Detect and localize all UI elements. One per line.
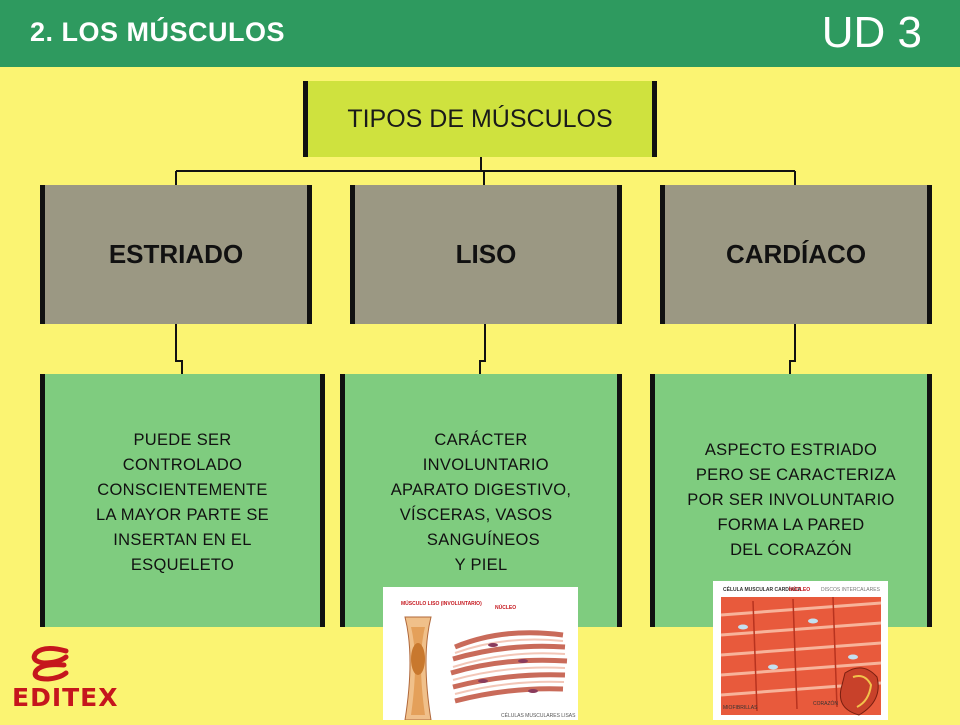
description-text: PUEDE SER CONTROLADO CONSCIENTEMENTE LA … — [96, 431, 269, 574]
editex-logo-icon — [31, 645, 69, 682]
type-node-liso: LISO — [350, 185, 622, 324]
illustration-caption: CORAZÓN — [813, 700, 838, 707]
description-node-liso: CARÁCTER INVOLUNTARIO APARATO DIGESTIVO,… — [340, 374, 622, 627]
description-text: CARÁCTER INVOLUNTARIO APARATO DIGESTIVO,… — [390, 431, 572, 574]
cardiac-muscle-drawing: CÉLULA MUSCULAR CARDÍACA NÚCLEO DISCOS I… — [720, 585, 882, 716]
illustration-caption: CÉLULA MUSCULAR CARDÍACA — [723, 585, 802, 593]
illustration-caption: MIOFIBRILLAS — [723, 705, 758, 711]
type-label: LISO — [455, 239, 517, 269]
smooth-muscle-drawing: MÚSCULO LISO (INVOLUNTARIO) NÚCLEO CÉLUL… — [401, 600, 576, 721]
header-bar: 2. LOS MÚSCULOS UD 3 — [0, 0, 960, 67]
description-node-estriado: PUEDE SER CONTROLADO CONSCIENTEMENTE LA … — [40, 374, 325, 627]
editex-logo-text: EDITEX — [12, 683, 119, 712]
root-label: TIPOS DE MÚSCULOS — [347, 104, 613, 133]
type-node-cardiaco: CARDÍACO — [660, 185, 932, 324]
cardiac-muscle-illustration: CÉLULA MUSCULAR CARDÍACA NÚCLEO DISCOS I… — [713, 581, 888, 720]
illustration-caption: NÚCLEO — [495, 604, 516, 611]
root-node: TIPOS DE MÚSCULOS — [303, 81, 657, 157]
illustration-caption: CÉLULAS MUSCULARES LISAS — [501, 712, 576, 719]
illustration-caption: MÚSCULO LISO (INVOLUNTARIO) — [401, 600, 482, 607]
smooth-muscle-illustration: MÚSCULO LISO (INVOLUNTARIO) NÚCLEO CÉLUL… — [383, 587, 578, 721]
description-text: ASPECTO ESTRIADO PERO SE CARACTERIZA POR… — [687, 441, 896, 559]
type-node-estriado: ESTRIADO — [40, 185, 312, 324]
illustration-caption: DISCOS INTERCALARES — [821, 587, 881, 593]
section-title: 2. LOS MÚSCULOS — [30, 17, 286, 47]
type-label: ESTRIADO — [108, 239, 244, 269]
illustration-caption: NÚCLEO — [789, 586, 810, 593]
type-label: CARDÍACO — [725, 239, 867, 269]
unit-label: UD 3 — [821, 8, 922, 57]
